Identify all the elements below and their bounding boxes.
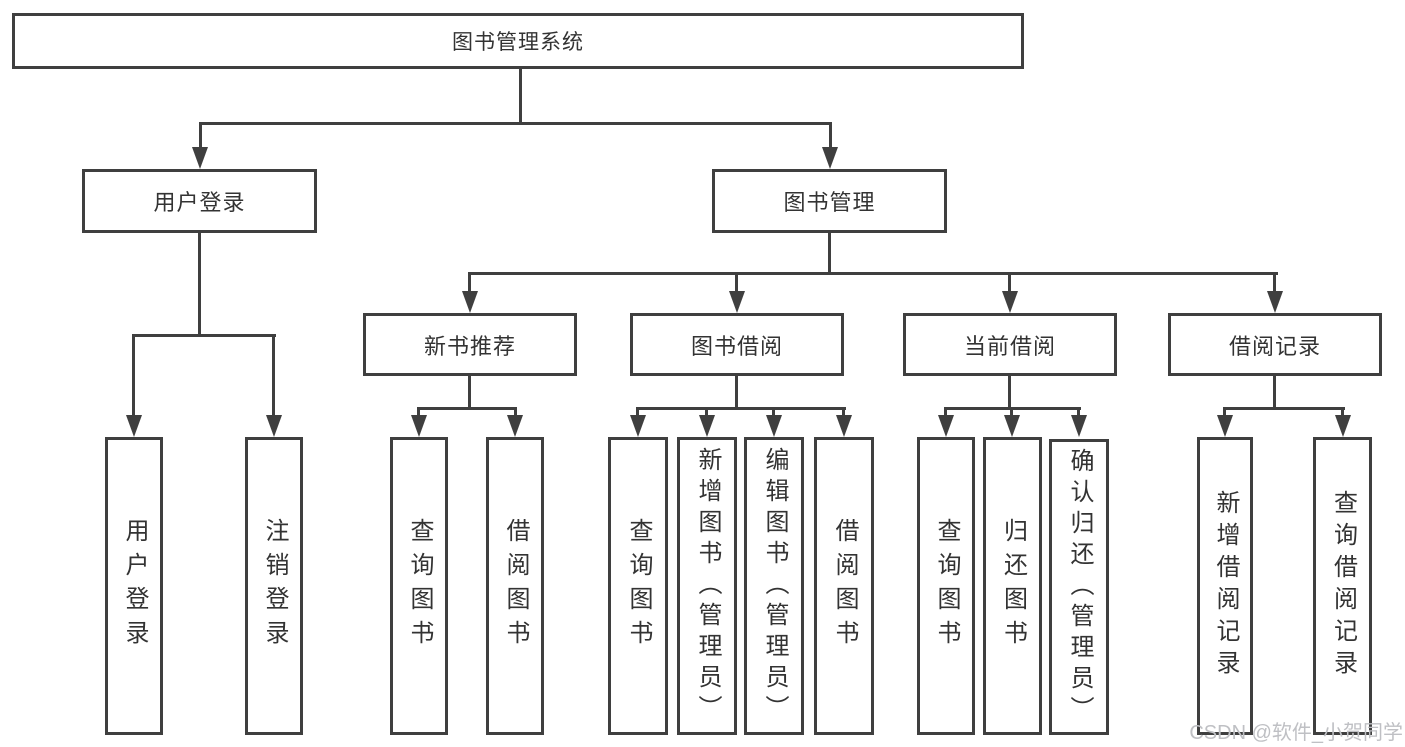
arrowhead-icon bbox=[836, 415, 852, 437]
node-label: 新书推荐 bbox=[423, 333, 516, 359]
node-label: 图书借阅 bbox=[690, 333, 783, 359]
leaf-return-book: 归还图书 bbox=[983, 437, 1042, 735]
connector bbox=[735, 376, 738, 410]
node-current-borrowing: 当前借阅 bbox=[903, 313, 1117, 376]
connector bbox=[1341, 407, 1344, 417]
node-label: 用户登录 bbox=[121, 518, 148, 654]
connector bbox=[132, 334, 276, 337]
connector bbox=[842, 407, 845, 417]
arrowhead-icon bbox=[192, 147, 208, 169]
connector bbox=[1223, 407, 1226, 417]
node-library-management-system: 图书管理系统 bbox=[12, 13, 1024, 69]
connector bbox=[132, 334, 135, 417]
leaf-logout: 注销登录 bbox=[245, 437, 303, 735]
connector bbox=[519, 67, 522, 124]
node-label: 归还图书 bbox=[999, 518, 1027, 654]
connector bbox=[199, 122, 832, 125]
connector bbox=[1077, 407, 1080, 417]
arrowhead-icon bbox=[729, 291, 745, 313]
node-label: 确认归还（管理员） bbox=[1066, 447, 1093, 727]
node-label: 编辑图书（管理员） bbox=[761, 446, 788, 726]
arrowhead-icon bbox=[1335, 415, 1351, 437]
arrowhead-icon bbox=[411, 415, 427, 437]
node-label: 注销登录 bbox=[261, 518, 288, 654]
connector bbox=[735, 272, 738, 294]
node-new-book-recommendation: 新书推荐 bbox=[363, 313, 577, 376]
watermark: CSDN @软件_小贺同学 bbox=[1189, 722, 1403, 744]
arrowhead-icon bbox=[1002, 291, 1018, 313]
leaf-borrow-books: 借阅图书 bbox=[814, 437, 874, 735]
node-label: 当前借阅 bbox=[963, 333, 1056, 359]
arrowhead-icon bbox=[462, 291, 478, 313]
arrowhead-icon bbox=[938, 415, 954, 437]
leaf-query-books: 查询图书 bbox=[608, 437, 668, 735]
node-label: 图书管理系统 bbox=[452, 31, 584, 54]
connector bbox=[468, 376, 471, 410]
arrowhead-icon bbox=[630, 415, 646, 437]
connector bbox=[417, 407, 420, 417]
leaf-add-borrow-record: 新增借阅记录 bbox=[1197, 437, 1253, 735]
connector bbox=[272, 334, 275, 417]
connector bbox=[468, 272, 1278, 275]
connector bbox=[829, 122, 832, 150]
connector bbox=[705, 407, 708, 417]
arrowhead-icon bbox=[1267, 291, 1283, 313]
node-label: 查询图书 bbox=[933, 518, 960, 654]
connector bbox=[198, 233, 201, 337]
leaf-edit-book-admin: 编辑图书（管理员） bbox=[744, 437, 804, 735]
connector bbox=[828, 233, 831, 275]
arrowhead-icon bbox=[266, 415, 282, 437]
connector bbox=[1008, 376, 1011, 410]
leaf-add-book-admin: 新增图书（管理员） bbox=[677, 437, 737, 735]
arrowhead-icon bbox=[1071, 415, 1087, 437]
arrowhead-icon bbox=[1217, 415, 1233, 437]
leaf-query-books: 查询图书 bbox=[917, 437, 975, 735]
node-user-login: 用户登录 bbox=[82, 169, 317, 233]
arrowhead-icon bbox=[766, 415, 782, 437]
leaf-borrow-books: 借阅图书 bbox=[486, 437, 544, 735]
connector bbox=[1273, 272, 1276, 294]
connector bbox=[1273, 376, 1276, 410]
leaf-query-borrow-record: 查询借阅记录 bbox=[1313, 437, 1372, 735]
connector bbox=[514, 407, 517, 417]
arrowhead-icon bbox=[1004, 415, 1020, 437]
connector bbox=[636, 407, 846, 410]
node-borrowing-records: 借阅记录 bbox=[1168, 313, 1382, 376]
connector bbox=[1010, 407, 1013, 417]
connector bbox=[944, 407, 947, 417]
node-label: 借阅图书 bbox=[502, 518, 529, 654]
node-label: 新增图书（管理员） bbox=[694, 446, 721, 726]
leaf-query-books: 查询图书 bbox=[390, 437, 448, 735]
node-label: 新增借阅记录 bbox=[1212, 490, 1239, 682]
connector bbox=[636, 407, 639, 417]
arrowhead-icon bbox=[126, 415, 142, 437]
node-label: 用户登录 bbox=[153, 190, 246, 215]
node-book-management: 图书管理 bbox=[712, 169, 947, 233]
node-label: 查询图书 bbox=[625, 518, 652, 654]
node-label: 借阅记录 bbox=[1228, 333, 1321, 359]
leaf-user-login: 用户登录 bbox=[105, 437, 163, 735]
node-label: 图书管理 bbox=[783, 190, 876, 215]
connector bbox=[417, 407, 517, 410]
node-label: 借阅图书 bbox=[831, 518, 858, 654]
arrowhead-icon bbox=[822, 147, 838, 169]
leaf-confirm-return-admin: 确认归还（管理员） bbox=[1049, 439, 1109, 735]
node-label: 查询借阅记录 bbox=[1329, 490, 1357, 682]
connector bbox=[468, 272, 471, 294]
connector bbox=[772, 407, 775, 417]
arrowhead-icon bbox=[699, 415, 715, 437]
node-label: 查询图书 bbox=[406, 518, 433, 654]
node-book-borrowing: 图书借阅 bbox=[630, 313, 844, 376]
connector bbox=[1008, 272, 1011, 294]
connector bbox=[1223, 407, 1345, 410]
arrowhead-icon bbox=[507, 415, 523, 437]
connector bbox=[199, 122, 202, 150]
